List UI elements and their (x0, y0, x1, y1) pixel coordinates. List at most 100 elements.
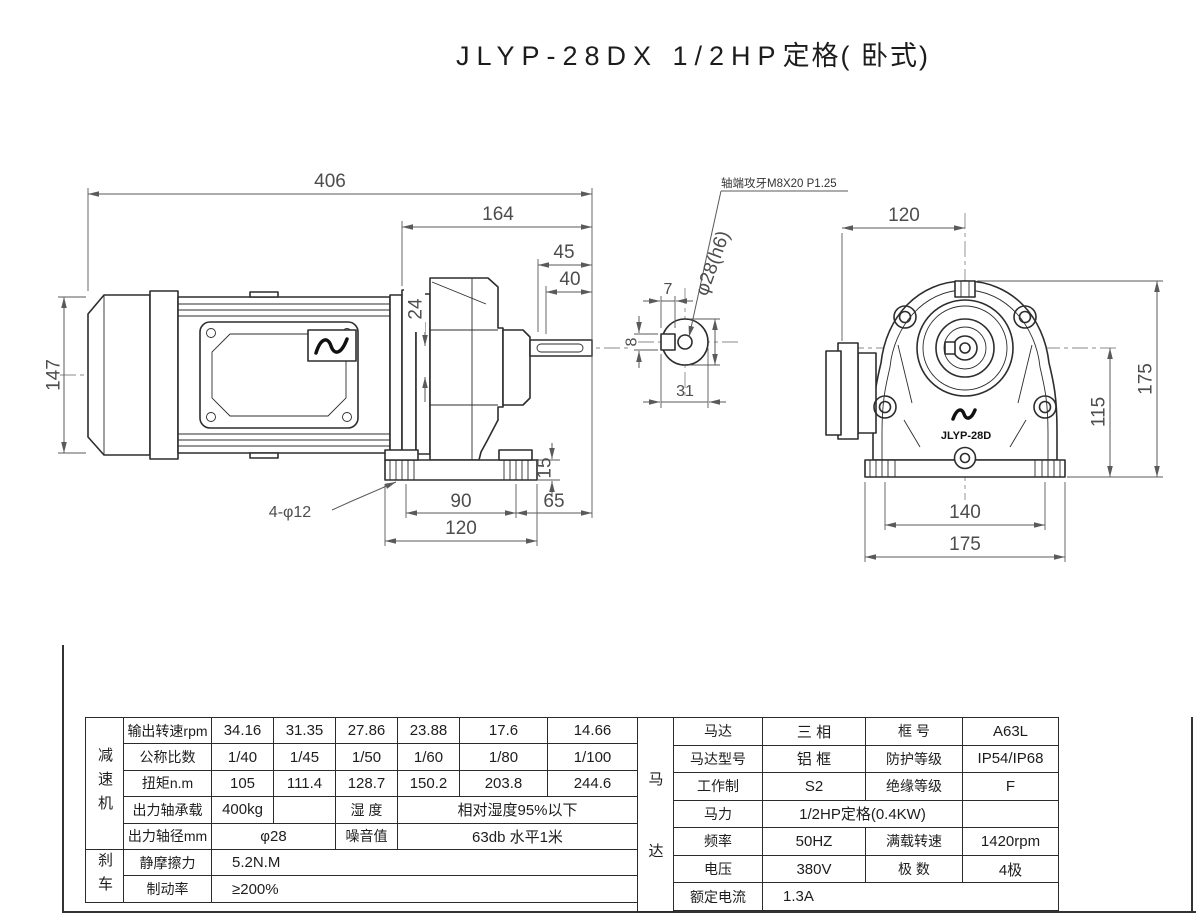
table-row: 出力轴径mm φ28 噪音值 63db 水平1米 (86, 822, 638, 850)
value-cell: IP54/IP68 (962, 744, 1059, 774)
keyway-notch (660, 333, 676, 351)
dim-shaft-clearance: 65 (516, 491, 592, 516)
dim-140-label: 140 (949, 502, 981, 523)
dim-120-label: 120 (445, 518, 477, 539)
row-label-cell: 框 号 (865, 717, 963, 746)
group-brake-cell: 刹车 (85, 848, 124, 903)
dim-175-bottom-label: 175 (949, 534, 981, 555)
sheet-border-bottom (62, 911, 1196, 913)
group-motor-char: 达 (648, 842, 664, 860)
motor-flange-side (825, 342, 877, 440)
dim-foot-hole-span-front: 140 (884, 482, 1046, 530)
dim-key-flat: 31 (643, 348, 726, 408)
brand-swoosh-icon (951, 408, 977, 421)
row-label-cell: 满载转速 (865, 827, 963, 856)
mounting-holes-callout: 4-φ12 (269, 481, 397, 521)
output-shaft (529, 339, 593, 357)
value-cell: 14.66 (547, 716, 638, 745)
value-cell: 50HZ (762, 827, 866, 856)
row-label-cell: 绝缘等级 (865, 772, 963, 801)
front-model-label: JLYP-28D (941, 430, 991, 442)
dim-147-label: 147 (44, 359, 65, 391)
row-label-cell: 马达型号 (673, 744, 763, 774)
value-cell: 27.86 (335, 716, 398, 745)
row-label-cell: 扭矩n.m (123, 769, 212, 798)
value-cell: 1/40 (211, 743, 274, 771)
dim-175-right-label: 175 (1136, 363, 1157, 395)
value-cell: 63db 水平1米 (397, 822, 638, 850)
table-row: 马力 1/2HP定格(0.4KW) (673, 799, 1059, 829)
value-cell: 1420rpm (962, 827, 1059, 856)
value-cell: 4极 (962, 854, 1059, 884)
shaft-keyway-slot (536, 343, 584, 353)
bore-center-hole (959, 342, 971, 354)
callout-4xd12-label: 4-φ12 (269, 504, 312, 521)
title-suffix: 定格( 卧式) (782, 41, 931, 71)
row-label-cell: 静摩擦力 (123, 848, 212, 877)
dim-90-label: 90 (450, 491, 471, 512)
dim-axis-offset: 24 (404, 286, 428, 402)
dim-overall-height: 175 (977, 280, 1163, 478)
motor-end-ring (149, 290, 179, 460)
value-cell: ≥200% (211, 875, 638, 903)
dim-40-label: 40 (559, 269, 580, 290)
drawing-title: JLYP-28DX 1/2HP定格( 卧式) (388, 34, 998, 73)
row-label-cell: 额定电流 (673, 882, 763, 911)
value-cell: 203.8 (459, 769, 548, 798)
row-label-cell: 出力轴承载 (123, 796, 212, 824)
table-row: 电压 380V 极 数 4极 (673, 854, 1059, 884)
table-row: 公称比数 1/40 1/45 1/50 1/60 1/80 1/100 (86, 743, 638, 771)
bore-keyway (944, 341, 956, 355)
bolt-bosses (873, 305, 1057, 419)
value-cell: 111.4 (273, 769, 336, 798)
group-motor-char: 马 (648, 771, 664, 789)
dim-flange-to-center: 120 (841, 205, 965, 341)
gearbox-housing (429, 277, 531, 461)
dim-45-label: 45 (553, 242, 574, 263)
value-cell: 150.2 (397, 769, 460, 798)
row-label-cell: 电压 (673, 854, 763, 884)
group-motor-cell: 马 达 (637, 717, 675, 912)
value-cell: 三 相 (762, 717, 866, 746)
dim-8-label: 8 (624, 337, 641, 346)
front-base-feet (864, 446, 1066, 478)
sheet-border-left (62, 645, 64, 913)
dim-shaft-length: 40 (545, 269, 592, 334)
brand-logo-plate (307, 329, 357, 362)
value-cell: 380V (762, 854, 866, 884)
front-brand-logo: JLYP-28D (941, 408, 991, 442)
table-row: 工作制 S2 绝缘等级 F (673, 772, 1059, 801)
table-row: 额定电流 1.3A (673, 882, 1059, 911)
value-cell: 128.7 (335, 769, 398, 798)
dim-axis-to-base: 115 (1089, 348, 1113, 477)
dim-65-label: 65 (543, 491, 564, 512)
value-cell: A63L (962, 717, 1059, 746)
dim-115-label: 115 (1089, 397, 1110, 427)
table-row: 出力轴承载 400kg 湿 度 相对湿度95%以下 (86, 796, 638, 824)
output-bore-boss (916, 299, 1014, 397)
motor-spec-table: 马达 三 相 框 号 A63L 马达型号 铝 框 防护等级 IP54/IP68 … (673, 717, 1059, 911)
dim-overall-length: 406 (87, 171, 593, 518)
row-label-cell: 噪音值 (335, 822, 398, 850)
empty-cell (273, 796, 336, 824)
value-cell: 244.6 (547, 769, 638, 798)
row-label-cell: 马达 (673, 717, 763, 746)
table-row: 扭矩n.m 105 111.4 128.7 150.2 203.8 244.6 (86, 769, 638, 798)
value-cell: 1/45 (273, 743, 336, 771)
row-label-cell: 出力轴径mm (123, 822, 212, 850)
top-lug (954, 280, 976, 298)
value-cell: 1/100 (547, 743, 638, 771)
dim-24-label: 24 (406, 298, 427, 320)
value-cell: 1/50 (335, 743, 398, 771)
value-cell: 105 (211, 769, 274, 798)
table-row: 减速机 输出转速rpm 34.16 31.35 27.86 23.88 17.6… (85, 716, 638, 850)
motor-adapter-ring (389, 294, 403, 456)
dim-7-label: 7 (664, 281, 673, 298)
row-label-cell: 极 数 (865, 854, 963, 884)
sheet-border-right (1191, 717, 1193, 913)
value-cell: 1/2HP定格(0.4KW) (762, 799, 963, 829)
value-cell: F (962, 772, 1059, 801)
dim-gear-unit-length: 164 (401, 204, 592, 286)
dim-phi28-label: φ28(h6) (692, 228, 735, 298)
row-label-cell: 输出转速rpm (123, 716, 212, 745)
